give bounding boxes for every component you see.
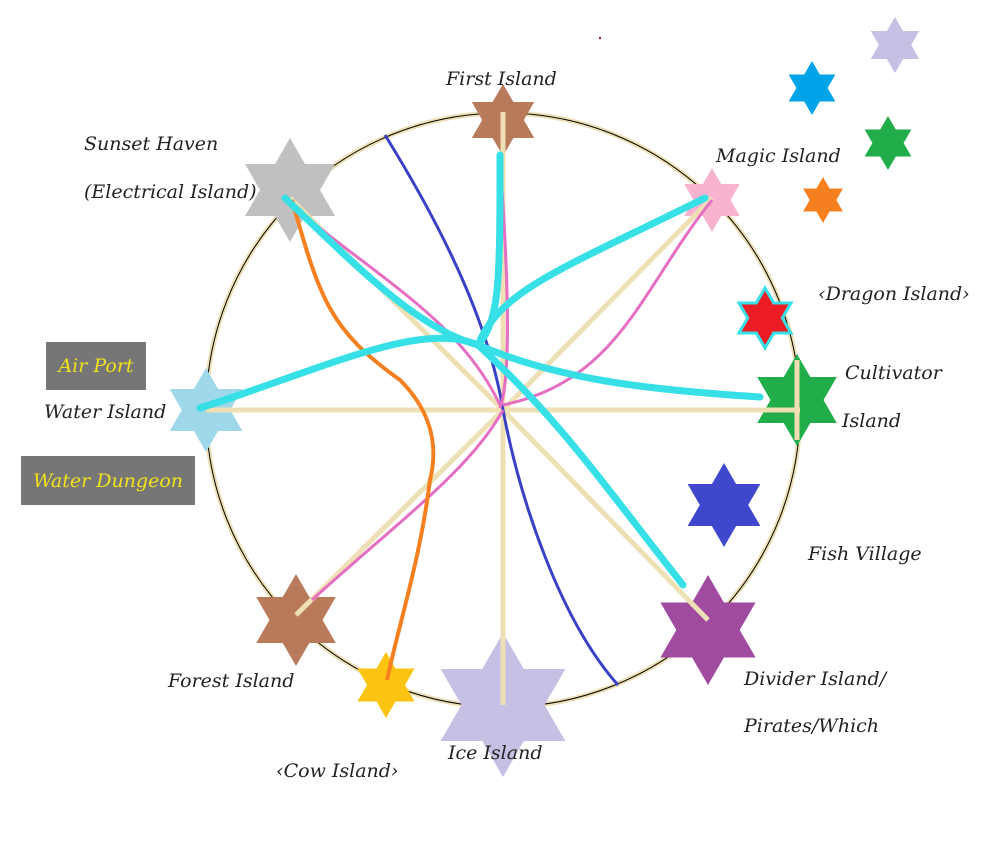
star-fish-village	[687, 463, 761, 547]
pink-route-first	[498, 159, 509, 409]
spoke-divider	[501, 408, 710, 622]
label-cultivator: Cultivator	[845, 362, 942, 384]
label-first-island: First Island	[446, 68, 557, 90]
spoke-forest	[294, 408, 505, 617]
tag-air-port: Air Port	[46, 342, 146, 390]
cyan-route-magic	[474, 194, 709, 349]
legend-star-green	[864, 116, 912, 170]
cyan-route-divider	[474, 341, 687, 589]
label-cultivator-island: Island	[842, 410, 902, 432]
spokes	[206, 112, 800, 705]
legend-star-orange	[803, 177, 843, 223]
label-forest-island: Forest Island	[168, 670, 295, 692]
spoke-magic	[501, 196, 714, 412]
label-ice-island: Ice Island	[448, 742, 543, 764]
star-cow-island	[357, 652, 415, 718]
label-water-island: Water Island	[44, 401, 167, 423]
dot	[598, 36, 602, 40]
legend-star-lavender	[870, 17, 920, 73]
legend-star-blue	[788, 61, 836, 115]
tag-water-dungeon: Water Dungeon	[21, 456, 195, 505]
cyan-route-water	[196, 334, 482, 412]
cyan-routes	[196, 151, 764, 589]
label-sunset-haven: Sunset Haven	[84, 133, 219, 155]
label-dragon-island: ‹Dragon Island›	[818, 283, 970, 305]
star-sunset-haven	[245, 138, 335, 242]
label-cow-island: ‹Cow Island›	[276, 760, 399, 782]
star-dragon-island	[736, 285, 794, 351]
label-divider-island: Divider Island/	[744, 668, 887, 690]
label-electrical-island: (Electrical Island)	[84, 181, 257, 203]
pink-route-magic	[502, 199, 714, 407]
label-magic-island: Magic Island	[716, 145, 841, 167]
label-fish-village: Fish Village	[808, 543, 922, 565]
orange-route	[290, 199, 436, 681]
star-divider-island	[660, 575, 756, 685]
cyan-route-cultivator	[474, 341, 764, 401]
label-pirates-which: Pirates/Which	[744, 715, 880, 737]
